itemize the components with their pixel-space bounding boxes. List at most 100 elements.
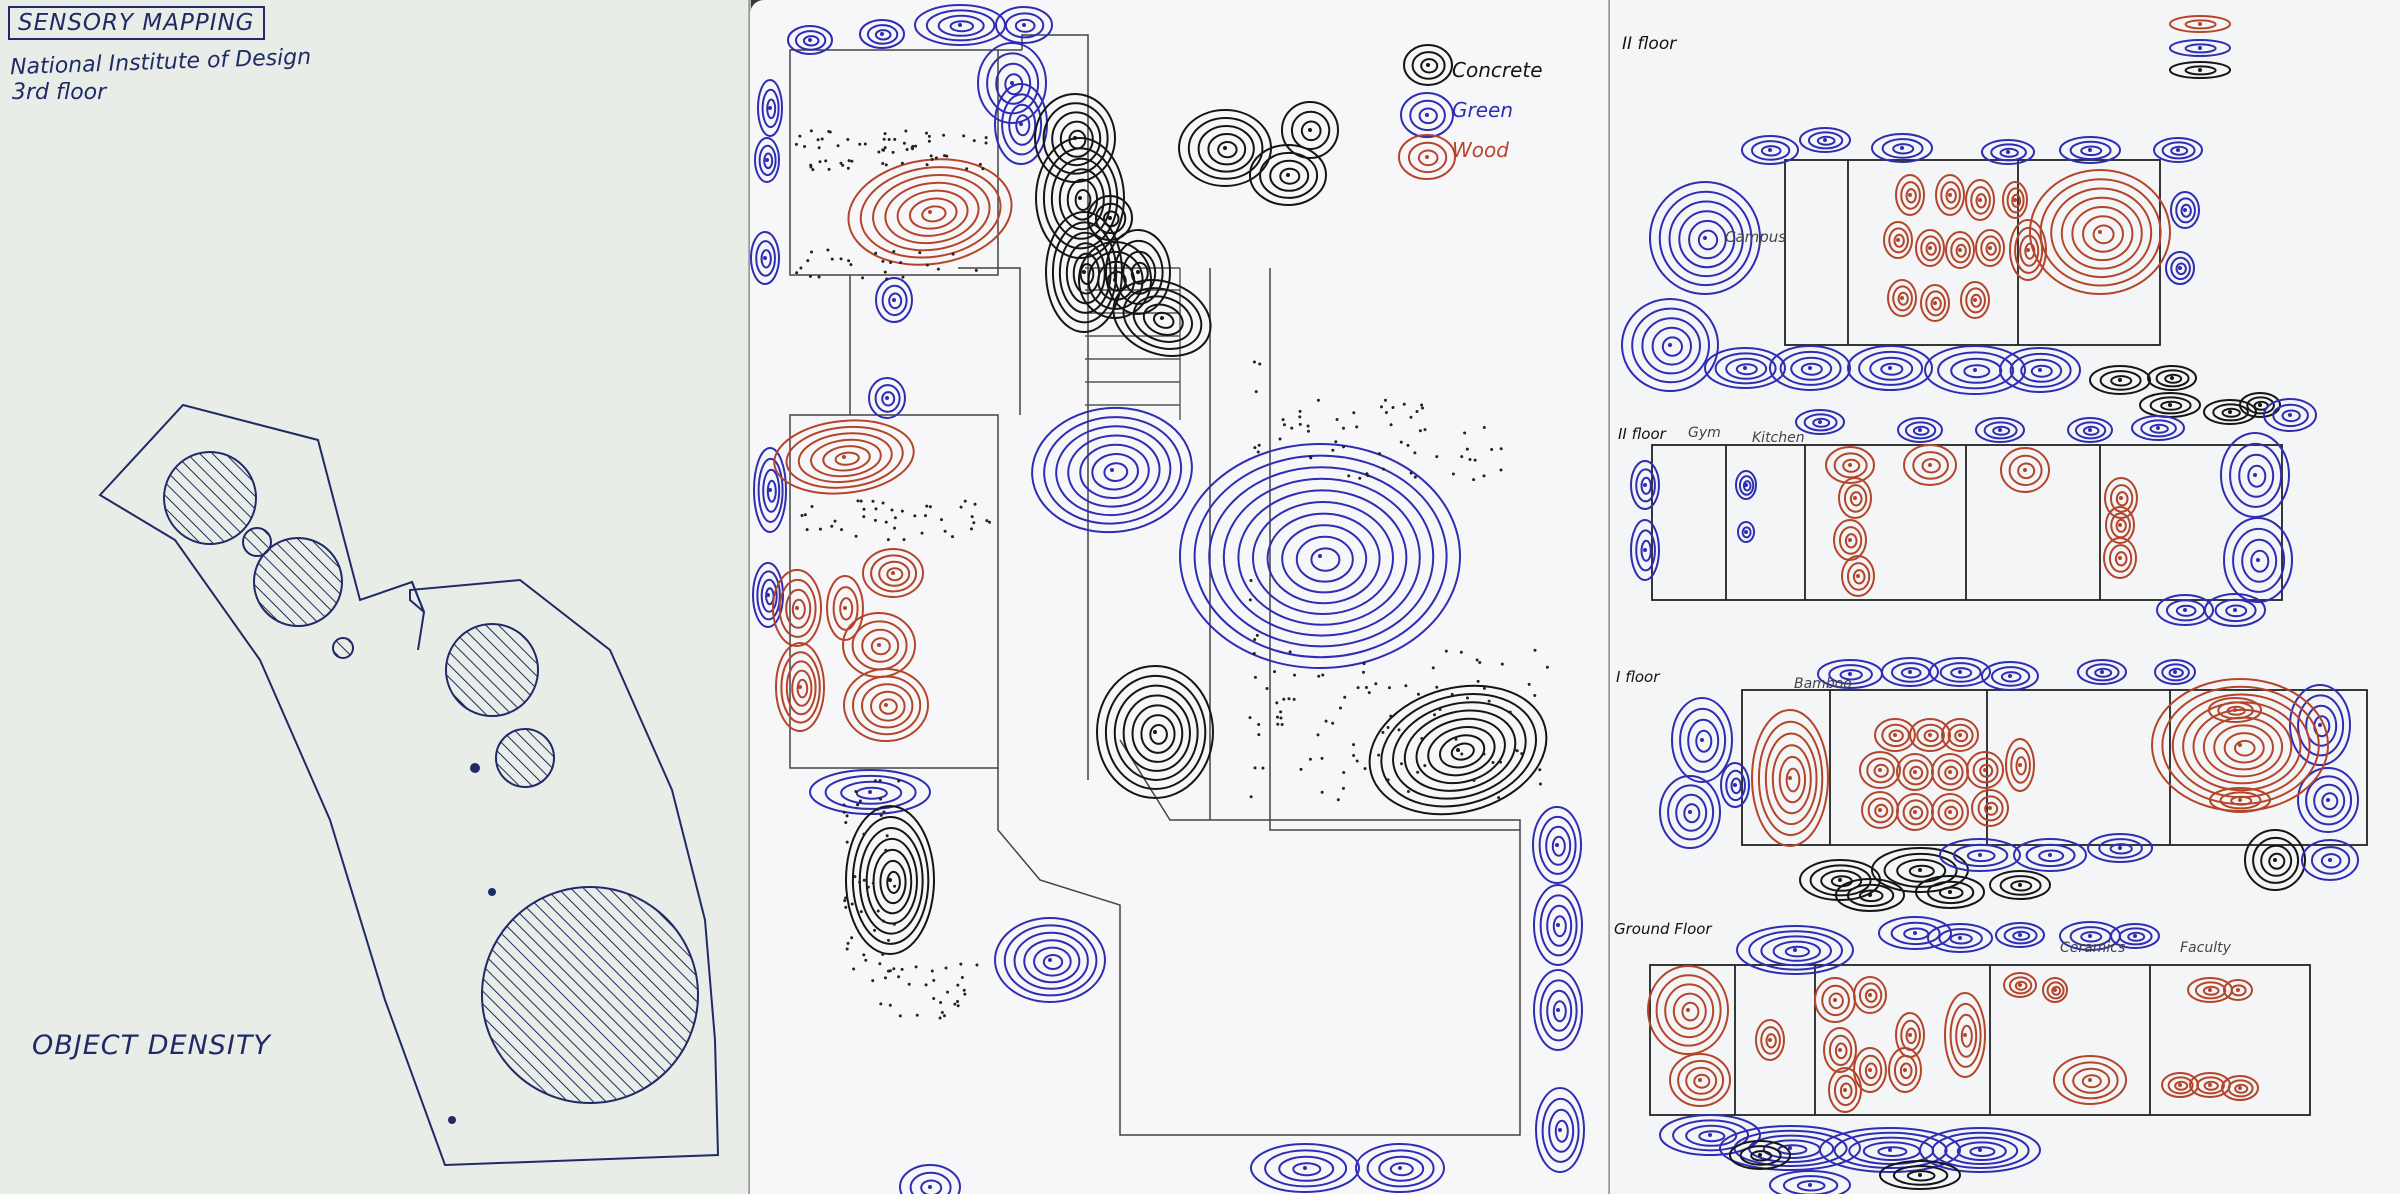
density-dot — [1306, 429, 1310, 433]
material-ring — [1630, 519, 1660, 581]
density-dot — [818, 160, 822, 164]
material-ring — [1250, 1143, 1360, 1193]
floor-plan-outline — [789, 34, 1521, 1136]
material-ring — [2110, 923, 2160, 949]
material-ring — [773, 419, 915, 495]
material-ring — [1879, 1160, 1961, 1190]
density-dot — [873, 928, 877, 932]
density-dot — [1404, 684, 1408, 688]
material-ring — [914, 4, 1006, 46]
material-ring — [2005, 738, 2035, 792]
material-ring — [2223, 979, 2253, 1001]
material-ring — [1630, 460, 1660, 510]
material-ring — [1769, 345, 1851, 391]
density-dot — [910, 147, 914, 151]
density-dot — [988, 520, 992, 524]
density-dot — [1343, 695, 1347, 699]
density-dot — [945, 154, 949, 158]
density-dot — [1248, 716, 1252, 720]
material-ring — [1659, 775, 1721, 849]
material-ring — [2209, 787, 2271, 813]
density-dot — [1316, 398, 1320, 402]
material-ring — [2263, 398, 2317, 432]
density-dot — [942, 154, 946, 158]
material-map-sketch — [750, 4, 1585, 1194]
material-ring — [1179, 443, 1461, 669]
density-dot — [914, 965, 918, 969]
density-dot — [905, 147, 909, 151]
density-dot — [803, 144, 807, 148]
density-dot — [1475, 658, 1479, 662]
density-dot — [1287, 697, 1291, 701]
density-dot — [884, 520, 888, 524]
density-dot — [930, 969, 934, 973]
floor-label-first: I floor — [1616, 668, 1660, 686]
material-ring — [754, 137, 780, 183]
object-circle — [481, 886, 699, 1104]
sheet-object-density: SENSORY MAPPING National Institute of De… — [0, 0, 748, 1194]
material-ring — [1799, 127, 1851, 153]
density-dot — [1361, 670, 1365, 674]
density-dot — [1383, 398, 1387, 402]
density-dot — [856, 803, 860, 807]
density-dot — [1444, 649, 1448, 653]
density-dot — [1363, 767, 1367, 771]
material-ring — [2067, 417, 2113, 443]
density-dot — [1482, 426, 1486, 430]
density-dot — [1253, 766, 1257, 770]
density-dot — [1342, 426, 1346, 430]
density-dot — [1482, 752, 1486, 756]
density-dot — [824, 159, 828, 163]
density-dot — [890, 508, 894, 512]
room-label: Gym — [1688, 425, 1721, 441]
density-dot — [1416, 770, 1420, 774]
density-dot — [1338, 706, 1342, 710]
material-ring — [994, 83, 1048, 165]
density-dot — [844, 896, 848, 900]
density-dot — [939, 1001, 943, 1005]
page-gutter — [748, 0, 751, 1194]
density-dot — [1342, 771, 1346, 775]
density-dot — [1282, 423, 1286, 427]
density-dot — [1515, 749, 1519, 753]
density-dot — [914, 144, 918, 148]
density-dot — [963, 992, 967, 996]
density-dot — [924, 131, 928, 135]
material-ring — [1078, 241, 1152, 319]
density-dot — [827, 167, 831, 171]
density-dot — [932, 978, 936, 982]
density-dot — [843, 899, 847, 903]
density-dot — [1355, 425, 1359, 429]
density-dot — [889, 260, 893, 264]
density-dot — [1282, 697, 1286, 701]
density-dot — [1402, 402, 1406, 406]
density-dot — [1379, 405, 1383, 409]
density-dot — [940, 1010, 944, 1014]
density-dot — [810, 505, 814, 509]
density-dot — [839, 161, 843, 165]
density-dot — [892, 922, 896, 926]
density-dot — [1420, 403, 1424, 407]
density-dot — [873, 518, 877, 522]
density-dot — [809, 165, 813, 169]
material-ring — [1847, 345, 1933, 391]
floor-map-sketch — [1621, 15, 2368, 1194]
density-dot — [930, 157, 934, 161]
material-ring — [775, 642, 825, 732]
material-ring — [2208, 697, 2262, 723]
material-ring — [1669, 1053, 1731, 1107]
density-dot — [809, 129, 813, 133]
density-dot — [897, 779, 901, 783]
density-dot — [1478, 661, 1482, 665]
density-dot — [1298, 409, 1302, 413]
density-dot — [864, 958, 868, 962]
material-ring — [1096, 665, 1214, 799]
density-dot — [847, 159, 851, 163]
density-dot — [956, 1004, 960, 1008]
material-ring — [1735, 470, 1757, 500]
material-ring — [1883, 221, 1913, 259]
material-ring — [847, 158, 1013, 266]
material-ring — [2170, 191, 2200, 229]
legend: Concrete Green Wood — [1402, 40, 1602, 180]
density-dot — [1279, 716, 1283, 720]
